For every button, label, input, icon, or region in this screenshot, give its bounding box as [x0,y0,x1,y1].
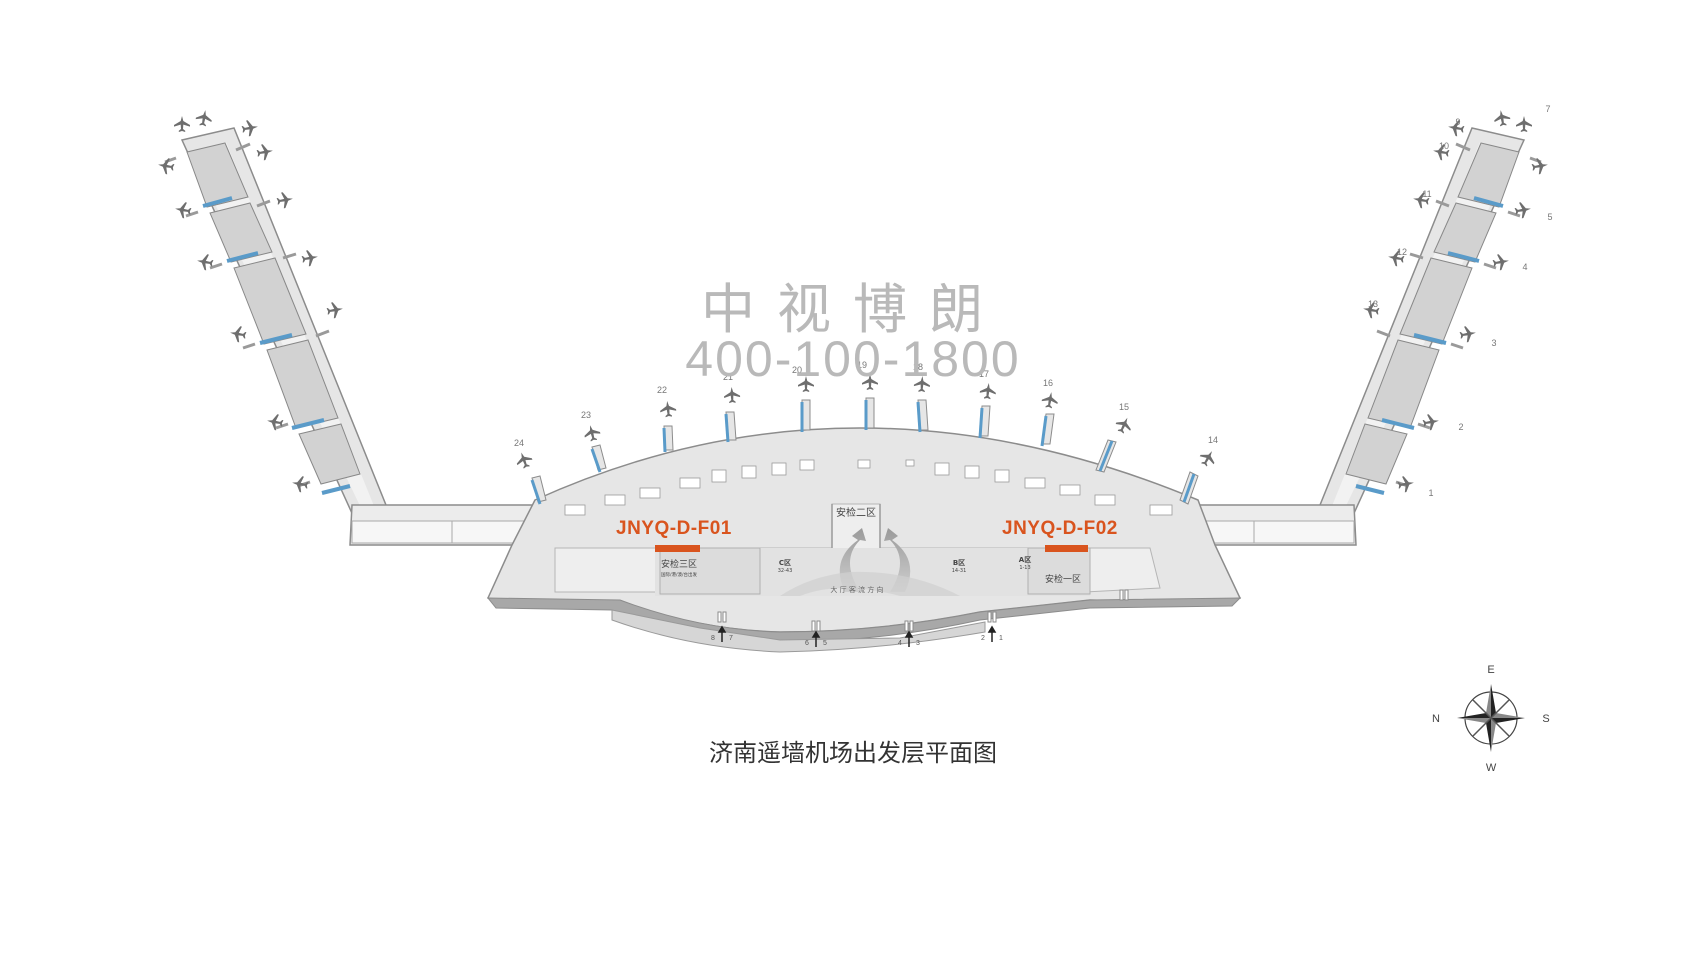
ad-spot-f01-label: JNYQ-D-F01 [616,518,732,539]
gate-label: 9 [1455,117,1460,127]
seating-blocks [564,459,1173,516]
gate-label: 14 [1208,435,1218,445]
gate-label: 11 [1422,189,1431,199]
ad-spot-f01-marker[interactable] [655,545,700,552]
flow-arrow-right [884,528,911,592]
entrance-label: 4 [898,640,902,647]
main-gate-labels: 24 23 22 21 20 19 18 17 16 15 14 [514,360,1218,448]
compass-rose: E W N S [1432,664,1550,774]
zone-c-range: 32-43 [778,568,793,574]
main-terminal [486,427,1242,653]
right-pier-rooms [1345,142,1520,485]
zone-a-label: A区 [1019,556,1031,564]
right-pier [1317,108,1550,523]
compass-east: E [1487,664,1494,676]
gate-label: 18 [913,362,923,372]
passenger-flow-label: 大 厅 客 流 方 向 [830,585,883,594]
gate-label: 13 [1368,299,1378,309]
right-pier-bridges [1355,196,1504,495]
zone-b-range: 14-31 [952,568,967,574]
entrance-label: 8 [711,635,715,642]
gate-label: 15 [1119,402,1129,412]
gate-label: 10 [1439,141,1449,151]
gate-label: 23 [581,410,591,420]
entrance-label: 5 [823,640,827,647]
zone-labels: 安检二区 安检三区 国际/港/澳/台出发 安检一区 C区 32-43 B区 14… [661,506,1081,594]
left-pier [156,108,389,523]
entrance-label: 7 [729,635,733,642]
main-terminal-bridges [530,400,1196,505]
zone-c-label: C区 [779,559,791,567]
zone-a-range: 1-13 [1019,565,1030,571]
right-pier-gate-labels: 9 10 11 12 13 7 5 4 3 2 1 [1368,104,1553,498]
gate-label: 17 [979,369,989,379]
security-zone-3-label: 安检三区 [661,558,697,570]
gate-label: 24 [514,438,524,448]
left-pier-bridges [202,196,351,495]
security-zone-3-sublabel: 国际/港/澳/台出发 [661,571,698,578]
entrance-label: 6 [805,640,809,647]
gate-label: 19 [857,360,867,370]
gate-label: 2 [1458,422,1463,432]
map-caption: 济南遥墙机场出发层平面图 [709,739,997,767]
gate-label: 4 [1522,262,1527,272]
security-zone-1-label: 安检一区 [1045,573,1081,585]
security-zone-2-label: 安检二区 [836,506,876,519]
entrances: 8 7 6 5 4 3 2 1 [711,589,1129,647]
compass-south: S [1542,713,1549,725]
gate-label: 1 [1428,488,1433,498]
entrance-label: 3 [916,640,920,647]
entrance-label: 1 [999,635,1003,642]
gate-label: 16 [1043,378,1053,388]
zone-b-label: B区 [953,559,965,567]
left-pier-rooms [186,142,361,485]
gate-label: 5 [1547,212,1552,222]
gate-label: 7 [1545,104,1550,114]
ad-spot-f02-label: JNYQ-D-F02 [1002,518,1118,539]
compass-west: W [1486,762,1497,774]
gate-label: 12 [1397,247,1407,257]
gate-label: 20 [792,365,802,375]
entrance-label: 2 [981,635,985,642]
gate-label: 22 [657,385,667,395]
gate-label: 21 [723,372,733,382]
compass-north: N [1432,713,1440,725]
ad-spot-f02-marker[interactable] [1045,545,1088,552]
gate-label: 3 [1491,338,1496,348]
